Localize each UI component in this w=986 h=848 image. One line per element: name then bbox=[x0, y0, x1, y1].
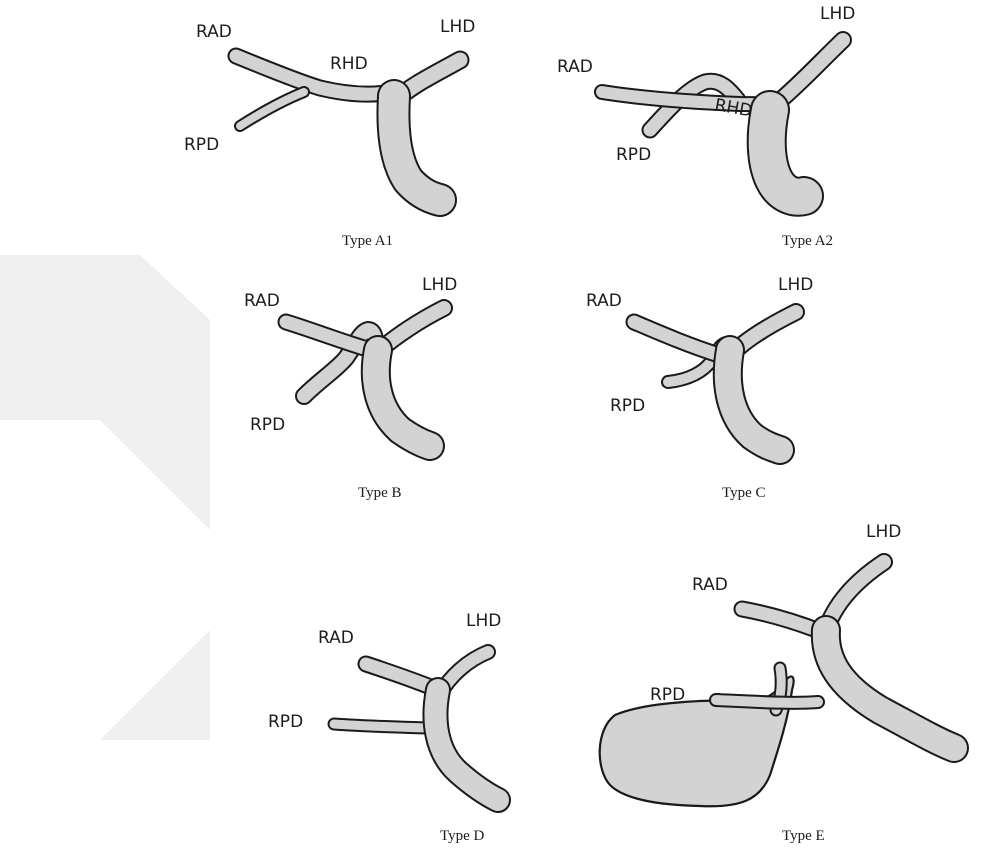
duct-rad bbox=[236, 56, 392, 94]
label-lhd: LHD bbox=[422, 275, 457, 295]
duct-common bbox=[435, 690, 498, 800]
duct-common bbox=[393, 96, 440, 200]
caption-type-d: Type D bbox=[440, 828, 485, 844]
duct-rpd bbox=[240, 92, 304, 126]
label-rad: RAD bbox=[692, 575, 728, 595]
label-rpd: RPD bbox=[610, 396, 645, 416]
label-lhd: LHD bbox=[866, 522, 901, 542]
label-rad: RAD bbox=[586, 291, 622, 311]
duct-common bbox=[376, 350, 430, 446]
caption-type-e: Type E bbox=[782, 828, 825, 844]
panel-type-d: RAD RPD LHD Type D bbox=[268, 611, 501, 844]
label-rhd: RHD bbox=[330, 54, 368, 74]
panel-type-b: RAD RPD LHD Type B bbox=[244, 275, 457, 501]
background-watermark bbox=[0, 255, 210, 740]
duct-common bbox=[826, 630, 954, 748]
panel-type-c: RAD RPD LHD Type C bbox=[586, 275, 813, 501]
label-lhd: LHD bbox=[440, 17, 475, 37]
label-rad: RAD bbox=[196, 22, 232, 42]
label-rpd: RPD bbox=[250, 415, 285, 435]
watermark-chevron-upper bbox=[0, 255, 210, 530]
panel-type-e: RAD RPD LHD Type E bbox=[600, 522, 954, 844]
duct-rpd bbox=[334, 724, 430, 728]
label-rpd: RPD bbox=[616, 145, 651, 165]
duct-rad bbox=[634, 322, 722, 356]
label-rad: RAD bbox=[244, 291, 280, 311]
caption-type-c: Type C bbox=[722, 485, 766, 501]
watermark-chevron-lower bbox=[100, 630, 210, 740]
panel-type-a1: RAD RPD RHD LHD Type A1 bbox=[184, 17, 475, 249]
caption-type-a2: Type A2 bbox=[782, 233, 833, 249]
duct-common bbox=[728, 350, 780, 450]
duct-rad bbox=[742, 609, 822, 632]
label-rad: RAD bbox=[557, 57, 593, 77]
label-lhd: LHD bbox=[820, 4, 855, 24]
label-rpd: RPD bbox=[650, 685, 685, 705]
label-rpd: RPD bbox=[184, 135, 219, 155]
duct-lhd bbox=[776, 40, 843, 104]
label-lhd: LHD bbox=[466, 611, 501, 631]
duct-rpd bbox=[716, 700, 818, 703]
label-lhd: LHD bbox=[778, 275, 813, 295]
duct-common bbox=[767, 110, 804, 197]
label-rad: RAD bbox=[318, 628, 354, 648]
caption-type-b: Type B bbox=[358, 485, 402, 501]
panel-type-a2: RAD RPD RHD LHD Type A2 bbox=[557, 4, 855, 249]
label-rpd: RPD bbox=[268, 712, 303, 732]
caption-type-a1: Type A1 bbox=[342, 233, 393, 249]
